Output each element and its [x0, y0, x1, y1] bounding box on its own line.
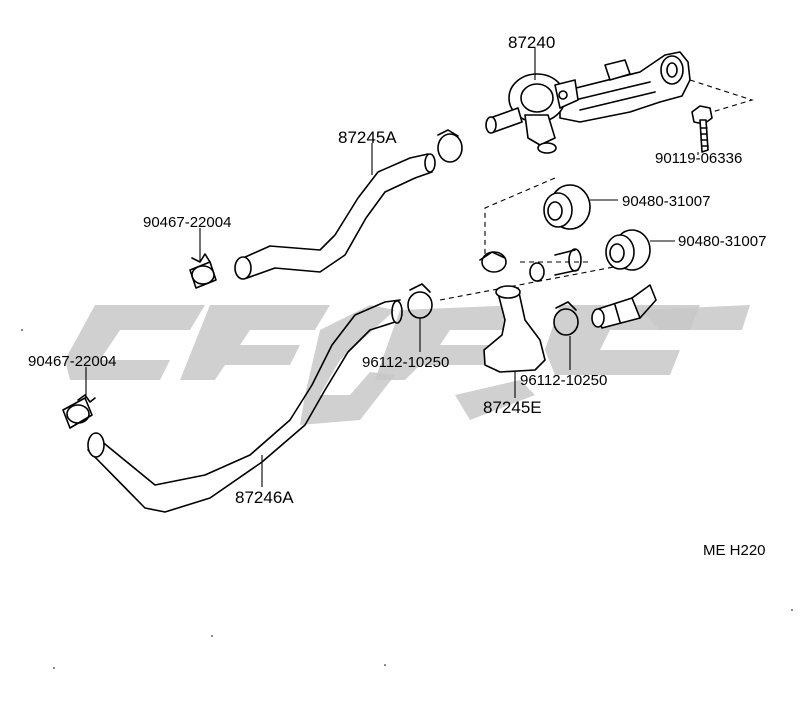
label-clip-lower: 90467-22004 [28, 353, 116, 370]
label-clamp-2: 96112-10250 [520, 372, 607, 389]
hose-icon [483, 285, 546, 373]
hose-clip-icon [479, 251, 507, 273]
hose-clip-icon [62, 394, 96, 429]
label-hose-elbow: 87245E [483, 398, 542, 417]
label-grommet-1: 90480-31007 [622, 193, 710, 210]
label-hose-lower: 87246A [235, 488, 294, 507]
hose-clip-icon [189, 253, 217, 289]
diagram-code: ME H220 [703, 542, 766, 559]
label-valve-assy: 87240 [508, 33, 555, 52]
pipe-icon [591, 284, 657, 329]
label-clamp-1: 96112-10250 [362, 354, 449, 371]
assembly-line [689, 79, 754, 113]
grommet-icon [605, 229, 651, 271]
heater-valve-icon [485, 51, 691, 154]
assembly-line [484, 177, 556, 255]
pipe-icon [529, 248, 582, 282]
label-clip-upper: 90467-22004 [143, 214, 231, 231]
label-hose-upper: 87245A [338, 128, 397, 147]
hose-icon [234, 153, 436, 280]
hose-clip-icon [437, 129, 463, 163]
label-grommet-2: 90480-31007 [678, 233, 766, 250]
hose-icon [87, 299, 403, 513]
bolt-icon [691, 105, 713, 153]
grommet-icon [543, 184, 591, 230]
label-bolt: 90119-06336 [655, 150, 742, 167]
watermark-logo [65, 305, 750, 425]
hose-clip-icon [553, 301, 579, 336]
